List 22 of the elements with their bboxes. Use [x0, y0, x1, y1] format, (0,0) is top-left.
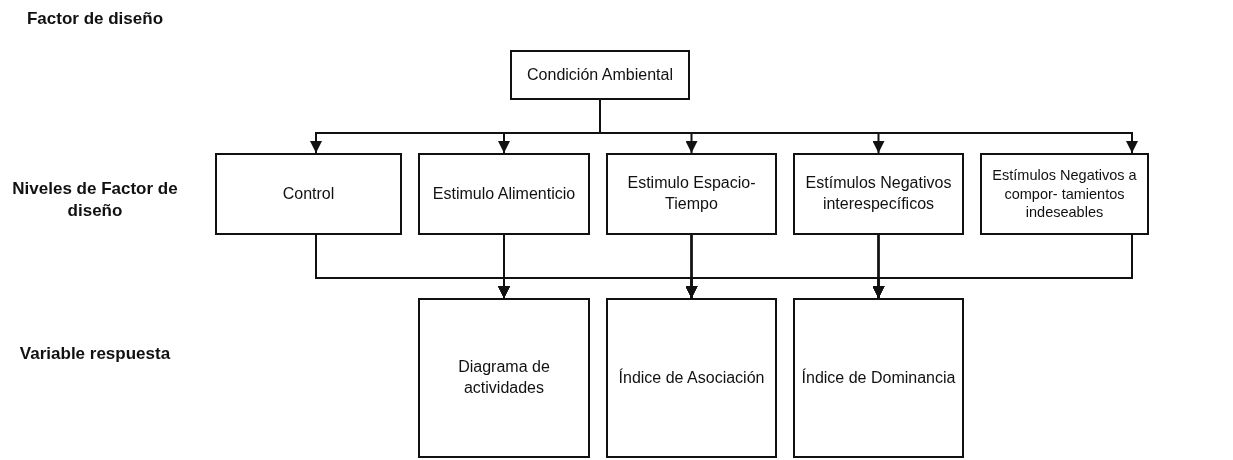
- row-heading: Factor de diseño: [26, 8, 164, 30]
- process-box: [215, 153, 402, 235]
- process-box: [606, 153, 777, 235]
- process-box: [606, 298, 777, 458]
- process-box: [418, 153, 590, 235]
- process-box: [793, 153, 964, 235]
- process-box: [793, 298, 964, 458]
- arrow: [872, 234, 1133, 299]
- row-heading: Variable respuesta: [18, 343, 172, 365]
- process-box: [980, 153, 1149, 235]
- box-text: Estímulos Negativos a compor- tamientos indeseables: [991, 165, 1138, 223]
- row-heading: Niveles de Factor de diseño: [11, 178, 179, 223]
- box-text: Control: [282, 183, 335, 204]
- box-text: Estímulos Negativos interespecíficos: [804, 173, 953, 214]
- box-text: Índice de Dominancia: [801, 367, 956, 388]
- box-text: Diagrama de actividades: [457, 357, 551, 398]
- box-text: Estimulo Espacio-Tiempo: [626, 173, 757, 214]
- box-text: Estimulo Alimenticio: [432, 183, 576, 204]
- box-text: Condición Ambiental: [527, 64, 673, 85]
- process-box: [418, 298, 590, 458]
- process-box: [510, 50, 690, 100]
- box-text: Índice de Asociación: [618, 367, 765, 388]
